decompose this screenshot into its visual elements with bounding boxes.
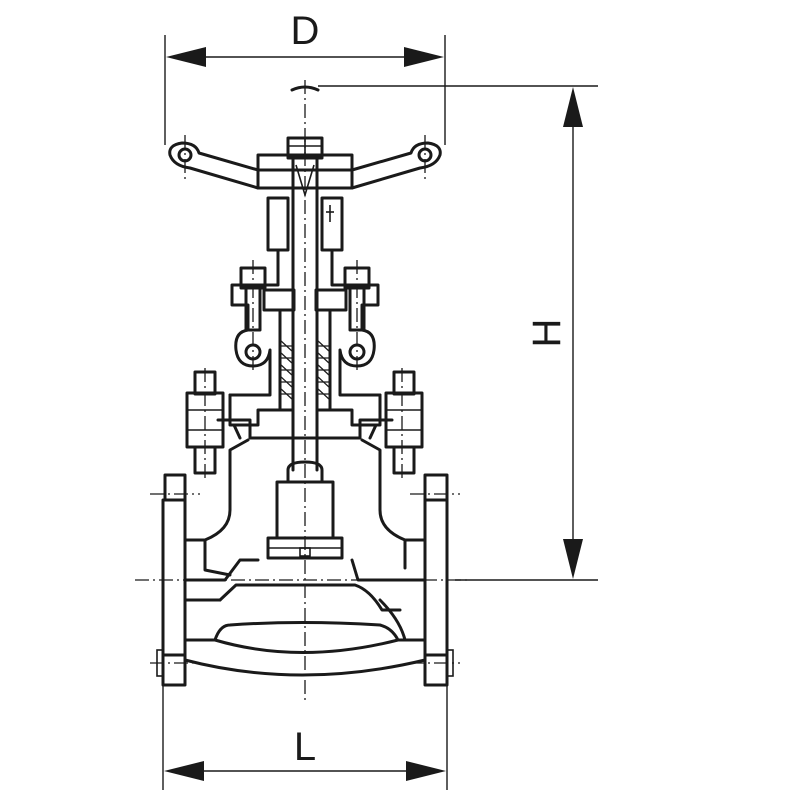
body-bolts [185,370,424,475]
handwheel [168,136,442,190]
gland-bolts [239,266,371,332]
valve-body [156,438,454,687]
packing-gland [262,288,348,412]
dimension-h: H [525,87,583,579]
dimension-l: L [164,725,446,781]
bonnet-flange [216,393,394,440]
stem-top-mark [290,85,320,92]
yoke [228,248,382,397]
dimension-l-label: L [294,725,316,769]
dimension-d-label: D [291,9,320,53]
dimension-d: D [166,9,444,67]
valve-disc [266,460,344,560]
dimension-h-label: H [525,319,569,348]
